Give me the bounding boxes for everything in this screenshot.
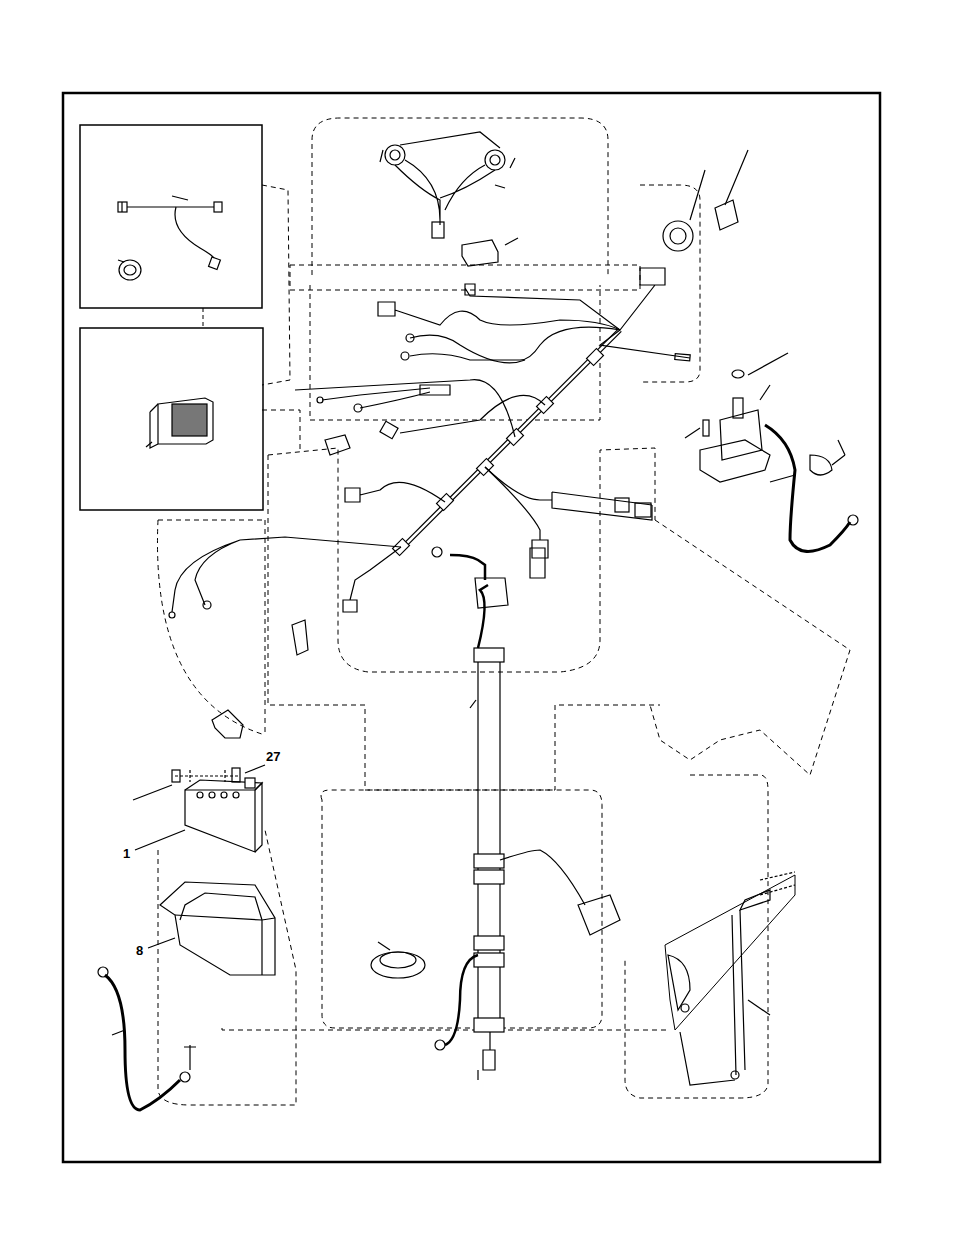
callout-number: 8 [136, 944, 143, 957]
callout-number: 27 [266, 750, 280, 763]
callout-number: 1 [123, 847, 130, 860]
